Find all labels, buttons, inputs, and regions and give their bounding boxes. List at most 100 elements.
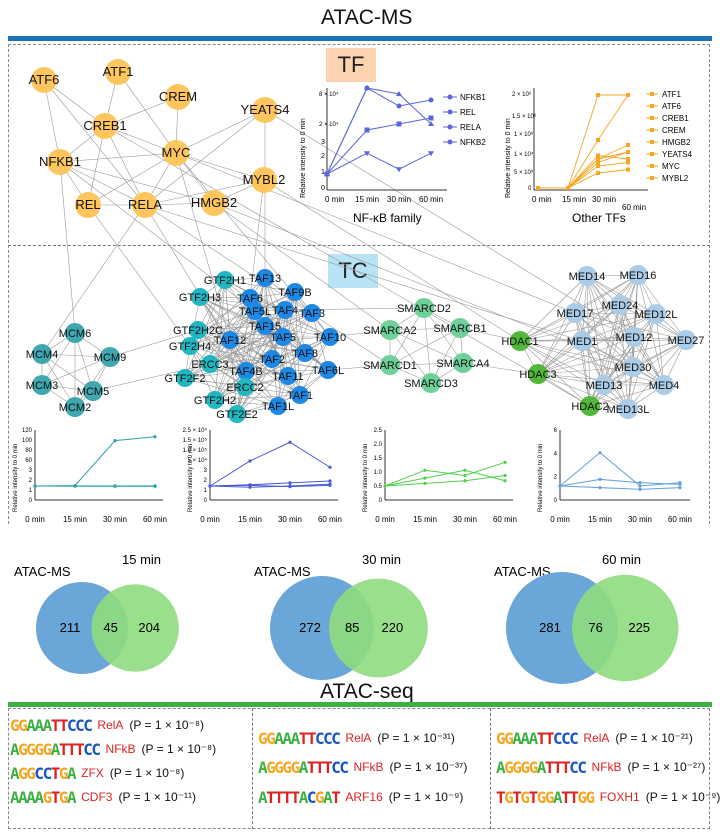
node-taf4b: TAF4B: [229, 362, 263, 380]
series-line: [384, 461, 506, 487]
legend-label: MYC: [662, 162, 680, 171]
node-label: GTF2H2C: [173, 325, 223, 337]
node-creb1: CREB1: [83, 113, 127, 139]
mini-xtick: 60 min: [318, 515, 342, 524]
node-label: MED4: [649, 380, 680, 392]
node-taf15: TAF15: [249, 317, 281, 335]
data-point: [626, 157, 630, 161]
node-ercc3: ERCC3: [191, 355, 229, 373]
node-taf13: TAF13: [249, 269, 281, 287]
data-point: [596, 171, 600, 175]
node-label: ATF1: [103, 64, 134, 79]
node-myc: MYC: [162, 140, 190, 166]
node-gtf2h2c: GTF2H2C: [173, 321, 223, 339]
node-taf4: TAF4: [272, 301, 298, 319]
mini-xtick: 30 min: [453, 515, 477, 524]
data-point: [423, 476, 427, 480]
node-label: TAF4B: [229, 366, 262, 378]
other-x1: 15 min: [562, 195, 586, 204]
data-point: [113, 484, 117, 488]
node-med27: MED27: [668, 330, 704, 350]
motif-logo: TGTGTGGATTGG: [496, 787, 595, 807]
mini-ytick: 3: [29, 468, 33, 474]
node-label: SMARCD2: [397, 303, 451, 315]
data-point: [626, 93, 630, 97]
nfkb-tick-3: 3: [321, 139, 325, 146]
node-smarca2: SMARCA2: [363, 320, 417, 340]
venn-left-label: ATAC-MS: [14, 564, 71, 579]
legend-label: REL: [460, 108, 476, 117]
mini-ytick: 120: [22, 428, 33, 434]
data-point: [678, 482, 682, 486]
nfkb-tick-2: 2: [321, 153, 325, 160]
series-line: [326, 117, 432, 175]
motif-logo: AGGCCTGA: [10, 763, 77, 783]
data-point: [428, 115, 434, 121]
data-point: [638, 487, 642, 491]
series-line: [538, 144, 629, 189]
venn-right-count: 220: [382, 620, 404, 635]
node-label: TAF11: [272, 371, 303, 383]
node-label: SMARCA4: [436, 358, 489, 370]
series-line: [326, 152, 432, 175]
venn-overlap-count: 45: [103, 620, 117, 635]
node-label: ERCC2: [226, 382, 263, 394]
venn-overlap-count: 85: [345, 620, 359, 635]
node-label: TAF8: [292, 348, 318, 360]
node-gtf2h2: GTF2H2: [194, 391, 236, 409]
tf-tc-divider: [8, 245, 710, 246]
motif-logo: GGAAATTCCC: [496, 728, 579, 748]
node-ercc2: ERCC2: [226, 378, 264, 396]
atac-ms-bar: [8, 36, 712, 41]
data-point: [596, 153, 600, 158]
data-point: [626, 150, 630, 154]
series-line: [538, 155, 629, 189]
motif-tf: RelA: [97, 718, 124, 732]
node-smarcd3: SMARCD3: [404, 373, 458, 393]
mini-ytick: 3: [204, 468, 208, 474]
node-taf5l: TAF5L: [239, 302, 271, 320]
data-point: [248, 483, 252, 487]
data-point: [428, 121, 434, 126]
mini-xtick: 30 min: [628, 515, 652, 524]
data-point: [383, 484, 387, 488]
node-crem: CREM: [159, 84, 197, 110]
mini-xtick: 60 min: [143, 515, 167, 524]
venn-time: 60 min: [602, 552, 641, 567]
data-point: [288, 485, 292, 489]
mini-ytick: 1: [29, 488, 33, 494]
node-med24: MED24: [602, 295, 638, 315]
legend-label: YEATS4: [662, 150, 693, 159]
mini-xtick: 0 min: [200, 515, 220, 524]
other-tick-0: 0: [528, 186, 532, 192]
node-mcm5: MCM5: [77, 381, 109, 401]
nfkb-x1: 15 min: [355, 195, 379, 204]
data-point: [423, 481, 427, 485]
node-med14: MED14: [569, 266, 606, 286]
node-mybl2: MYBL2: [243, 167, 285, 193]
node-label: REL: [75, 197, 100, 212]
node-label: TAF1L: [262, 401, 294, 413]
mini-ytick: 4: [554, 451, 558, 457]
motif-tf: NFkB: [105, 742, 136, 756]
atac-seq-title: ATAC-seq: [320, 680, 414, 703]
venn-time: 15 min: [122, 552, 161, 567]
node-label: MED30: [615, 362, 652, 374]
node-label: MED13: [586, 380, 623, 392]
legend-label: RELA: [460, 123, 482, 132]
other-title: Other TFs: [572, 211, 626, 225]
node-label: GTF2F2: [165, 373, 206, 385]
motif-pvalue: (P = 1 × 10⁻⁸): [109, 766, 185, 780]
node-label: MED14: [569, 271, 606, 283]
legend-label: NFKB2: [460, 138, 486, 147]
node-taf11: TAF11: [272, 367, 304, 385]
node-label: TAF5L: [239, 306, 271, 318]
other-tick-5e3: 5 × 10³: [514, 170, 533, 176]
series-line: [384, 469, 506, 487]
